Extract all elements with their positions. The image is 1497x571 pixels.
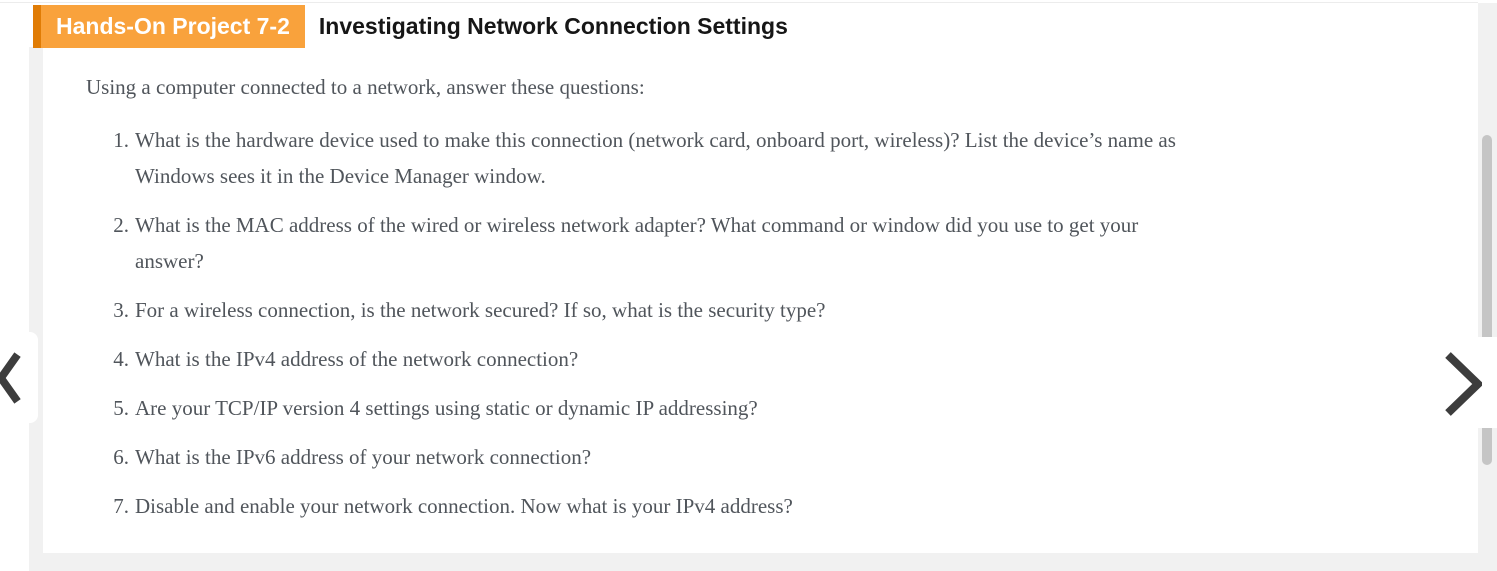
list-item: 4. What is the IPv4 address of the netwo…	[86, 341, 1458, 377]
questions-list: 1. What is the hardware device used to m…	[86, 122, 1458, 524]
bottom-gutter	[29, 553, 1497, 571]
left-gutter	[29, 47, 43, 571]
list-item-text: Disable and enable your network connecti…	[135, 494, 793, 518]
project-badge: Hands-On Project 7-2	[41, 5, 305, 48]
list-item: 3. For a wireless connection, is the net…	[86, 292, 1458, 328]
scrollbar-track[interactable]	[1478, 3, 1497, 571]
chevron-right-icon	[1445, 351, 1482, 416]
list-item-number: 1.	[113, 128, 129, 152]
page-title: Investigating Network Connection Setting…	[318, 13, 788, 39]
chevron-left-icon	[0, 351, 21, 404]
list-item-number: 5.	[113, 396, 129, 420]
list-item-text: What is the IPv6 address of your network…	[135, 445, 592, 469]
list-item-text: What is the IPv4 address of the network …	[135, 347, 579, 371]
list-item-text: What is the MAC address of the wired or …	[135, 213, 1139, 273]
content-card: Hands-On Project 7-2 Investigating Netwo…	[33, 3, 1478, 553]
project-header: Hands-On Project 7-2 Investigating Netwo…	[33, 5, 788, 48]
badge-accent-bar	[33, 5, 41, 48]
list-item: 5. Are your TCP/IP version 4 settings us…	[86, 390, 1458, 426]
list-item-number: 7.	[113, 494, 129, 518]
list-item: 7. Disable and enable your network conne…	[86, 488, 1458, 524]
next-page-button[interactable]	[1424, 337, 1497, 428]
list-item-number: 6.	[113, 445, 129, 469]
card-top-border	[0, 2, 1478, 3]
list-item-text: Are your TCP/IP version 4 settings using…	[135, 396, 758, 420]
list-item-text: For a wireless connection, is the networ…	[135, 298, 826, 322]
intro-text: Using a computer connected to a network,…	[86, 75, 645, 99]
list-item: 2. What is the MAC address of the wired …	[86, 207, 1458, 279]
prev-page-button[interactable]	[0, 332, 38, 423]
list-item-number: 3.	[113, 298, 129, 322]
list-item: 1. What is the hardware device used to m…	[86, 122, 1458, 194]
scrollbar-thumb[interactable]	[1482, 135, 1492, 465]
list-item: 6. What is the IPv6 address of your netw…	[86, 439, 1458, 475]
list-item-text: What is the hardware device used to make…	[135, 128, 1176, 188]
list-item-number: 2.	[113, 213, 129, 237]
list-item-number: 4.	[113, 347, 129, 371]
